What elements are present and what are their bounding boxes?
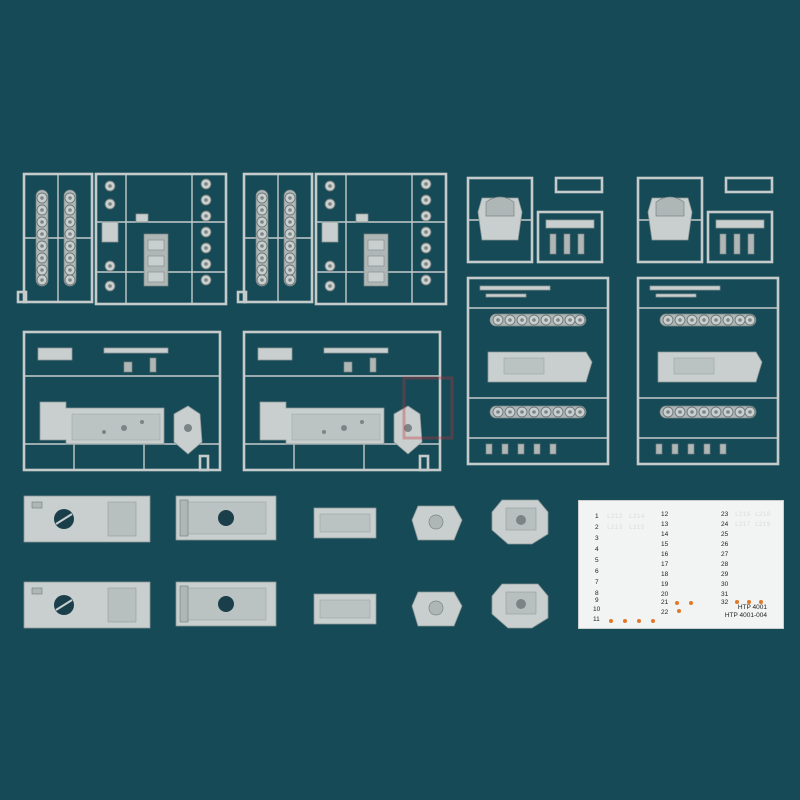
decal-number: 7	[595, 579, 599, 586]
orange-decal	[735, 600, 739, 604]
watermark-logo	[402, 376, 454, 440]
decal-number: 11	[593, 616, 600, 623]
decal-number: 24	[721, 521, 729, 528]
decal-number: 9	[595, 597, 599, 604]
decal-number: 15	[661, 541, 669, 548]
decal-number: 16	[661, 551, 669, 558]
orange-decal	[637, 619, 641, 623]
orange-decal	[609, 619, 613, 623]
kit-code-secondary: HTP 4001-004	[724, 611, 767, 619]
decal-number: 2	[595, 524, 599, 531]
kit-code-primary: HTP 4001	[737, 603, 767, 611]
decal-number: 10	[593, 606, 601, 613]
decal-number: 6	[595, 568, 599, 575]
decal-code: L216	[735, 511, 751, 518]
decal-code: L215	[629, 524, 645, 531]
decal-number: 12	[661, 511, 669, 518]
decal-number: 32	[721, 599, 729, 606]
decal-code: L218	[755, 511, 771, 518]
decal-code: L214	[629, 513, 645, 520]
decal-number: 22	[661, 609, 669, 616]
decal-number: 3	[595, 535, 599, 542]
decal-number: 21	[661, 599, 669, 606]
orange-decal	[651, 619, 655, 623]
decal-number: 8	[595, 590, 599, 597]
decal-code: L217	[735, 521, 751, 528]
orange-decal	[747, 600, 751, 604]
decal-number: 29	[721, 571, 729, 578]
orange-decal	[623, 619, 627, 623]
decal-sheet: 1 2 3 4 5 6 7 8 9 10 11 12 13 14 15 16 1…	[578, 500, 784, 629]
decal-number: 5	[595, 557, 599, 564]
decal-number: 19	[661, 581, 669, 588]
decal-number: 27	[721, 551, 729, 558]
orange-decal	[759, 600, 763, 604]
decal-number: 30	[721, 581, 729, 588]
kit-code-label: HTP 4001 HTP 4001-004	[725, 604, 767, 620]
decal-number: 26	[721, 541, 729, 548]
decal-number: 1	[595, 513, 599, 520]
orange-decal	[677, 609, 681, 613]
decal-number: 31	[721, 591, 729, 598]
decal-number: 25	[721, 531, 729, 538]
decal-number: 17	[661, 561, 669, 568]
decal-number: 23	[721, 511, 729, 518]
decal-number: 18	[661, 571, 669, 578]
decal-number: 13	[661, 521, 669, 528]
decal-number: 4	[595, 546, 599, 553]
decal-number: 28	[721, 561, 729, 568]
decal-number: 20	[661, 591, 669, 598]
decal-code: L219	[755, 521, 771, 528]
decal-number: 14	[661, 531, 669, 538]
decal-code: L212	[607, 513, 623, 520]
decal-code: L213	[607, 524, 623, 531]
orange-decal	[675, 601, 679, 605]
orange-decal	[689, 601, 693, 605]
